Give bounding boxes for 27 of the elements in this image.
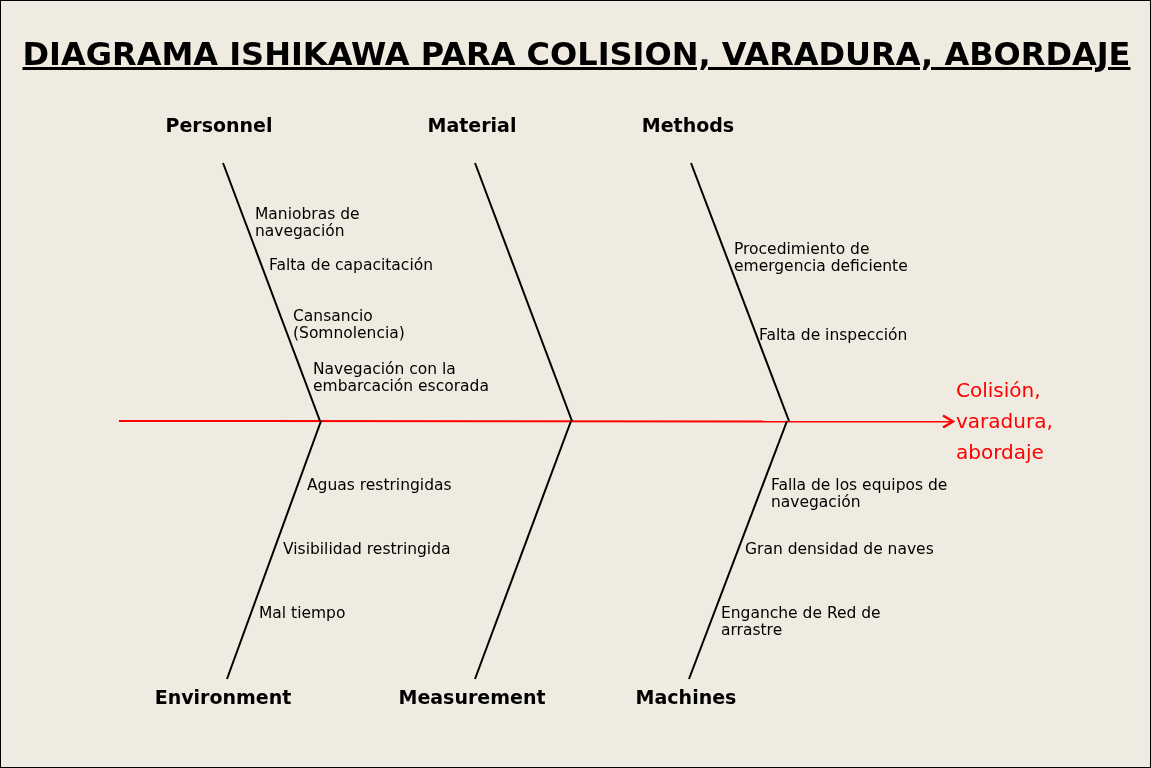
- cause-label: Cansancio (Somnolencia): [293, 308, 406, 342]
- cause-label: Visibilidad restringida: [283, 541, 452, 558]
- bone-line: [688, 420, 788, 680]
- effect-label: Colisión, varadura, abordaje: [956, 375, 1066, 468]
- cause-label: Gran densidad de naves: [745, 541, 935, 558]
- diagram-title: DIAGRAMA ISHIKAWA PARA COLISION, VARADURA, ABORDAJE: [21, 35, 1132, 73]
- cause-label: Maniobras de navegación: [255, 206, 361, 240]
- cause-label: Navegación con la embarcación escorada: [313, 361, 490, 395]
- cause-label: Falla de los equipos de navegación: [771, 477, 949, 511]
- bone-line: [474, 162, 573, 422]
- cause-label: Aguas restringidas: [307, 477, 453, 494]
- category-label: Material: [392, 111, 552, 163]
- bone-line: [690, 162, 790, 422]
- category-label: Measurement: [392, 679, 552, 711]
- category-label: Methods: [608, 111, 768, 163]
- cause-label: Falta de capacitación: [269, 257, 434, 274]
- bone-line: [474, 420, 572, 680]
- cause-label: Mal tiempo: [259, 605, 347, 622]
- category-label: Personnel: [139, 111, 299, 163]
- cause-label: Falta de inspección: [759, 327, 909, 344]
- spine-arrow: [118, 414, 955, 429]
- bone-line: [222, 162, 321, 422]
- cause-label: Procedimiento de emergencia deficiente: [734, 241, 909, 275]
- bone-line: [226, 420, 322, 680]
- category-label: Environment: [143, 679, 303, 711]
- cause-label: Enganche de Red de arrastre: [721, 605, 882, 639]
- category-label: Machines: [606, 679, 766, 711]
